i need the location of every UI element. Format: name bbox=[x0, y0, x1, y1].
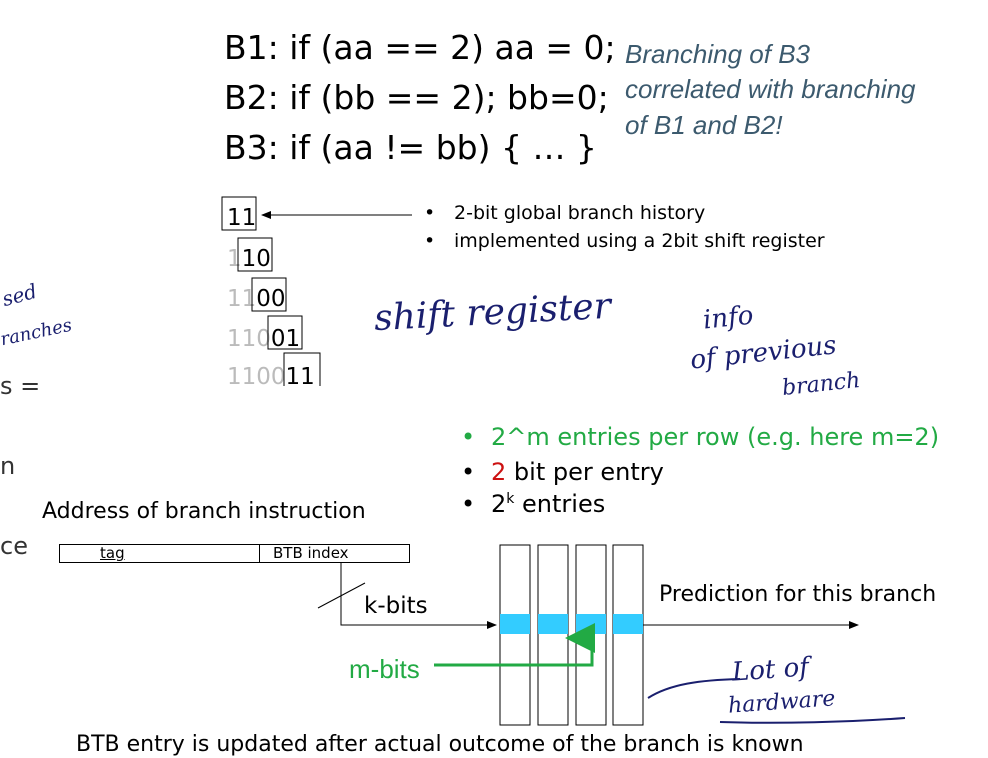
m-bits-arrow bbox=[434, 623, 595, 667]
prediction-label: Prediction for this branch bbox=[659, 582, 937, 607]
history-box bbox=[237, 237, 273, 272]
bullet-history-2: •implemented using a 2bit shift register bbox=[424, 230, 825, 252]
footer-note: BTB entry is updated after actual outcom… bbox=[76, 732, 804, 757]
table-column bbox=[575, 544, 607, 726]
note-line-2: correlated with branching bbox=[625, 74, 916, 104]
history-row: 1100 bbox=[227, 286, 286, 312]
history-row: 11 bbox=[227, 205, 256, 231]
bullet-entries-per-row: •2^m entries per row (e.g. here m=2) bbox=[461, 423, 940, 451]
k-bits-slash bbox=[317, 582, 366, 609]
left-cut-text-2: n bbox=[0, 452, 16, 480]
note-line-1: Branching of B3 bbox=[625, 39, 811, 69]
handwriting-stroke bbox=[719, 717, 906, 724]
address-label: Address of branch instruction bbox=[42, 499, 366, 524]
table-column bbox=[537, 544, 569, 726]
bullet-entries: •2k entries bbox=[461, 490, 606, 518]
selected-cell bbox=[538, 614, 568, 634]
tag-label: tag bbox=[100, 544, 125, 562]
selected-cell bbox=[576, 614, 606, 634]
history-current: 11 bbox=[227, 205, 257, 231]
code-line-b1: B1: if (aa == 2) aa = 0; bbox=[224, 28, 616, 67]
selected-cell bbox=[613, 614, 643, 634]
bullet-history-1: •2-bit global branch history bbox=[424, 202, 706, 224]
table-column bbox=[612, 544, 644, 726]
left-cut-text-3: ce bbox=[0, 532, 28, 560]
btb-index-label: BTB index bbox=[273, 544, 349, 562]
history-current: 01 bbox=[270, 326, 301, 352]
k-bits-arrow bbox=[340, 563, 497, 629]
address-field: tag BTB index bbox=[59, 544, 410, 563]
history-box bbox=[267, 315, 303, 350]
left-cut-text-1: s = bbox=[0, 372, 41, 400]
table-column bbox=[499, 544, 531, 726]
history-row: 11001 bbox=[227, 326, 301, 352]
code-line-b3: B3: if (aa != bb) { … } bbox=[224, 128, 597, 167]
history-box bbox=[251, 277, 287, 312]
m-bits-label: m-bits bbox=[349, 654, 420, 684]
history-current: 00 bbox=[256, 286, 286, 312]
history-box bbox=[221, 196, 257, 231]
note-line-3: of B1 and B2! bbox=[625, 110, 783, 140]
selected-cell bbox=[500, 614, 530, 634]
handwriting-stroke bbox=[647, 678, 741, 699]
history-box bbox=[283, 352, 321, 386]
k-bits-label: k-bits bbox=[364, 593, 428, 619]
history-row: 110011 bbox=[227, 364, 315, 386]
history-current: 10 bbox=[241, 246, 271, 272]
history-current: 11 bbox=[285, 364, 315, 386]
code-line-b2: B2: if (bb == 2); bb=0; bbox=[224, 78, 609, 117]
bullet-bit-per-entry: •2 bit per entry bbox=[461, 458, 664, 486]
